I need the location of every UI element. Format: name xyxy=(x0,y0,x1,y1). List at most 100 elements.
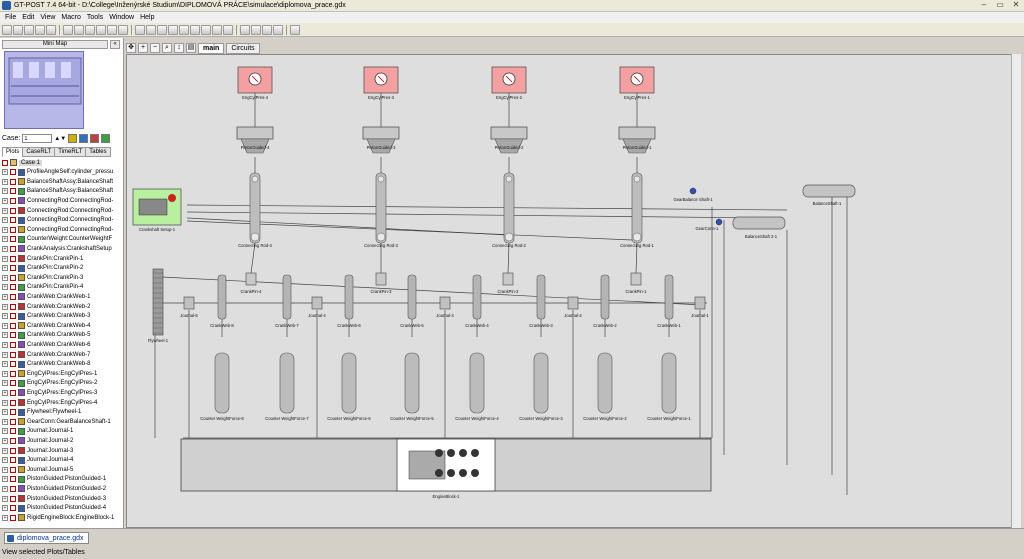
case-options-icon[interactable] xyxy=(101,134,111,143)
checkbox-icon[interactable] xyxy=(10,303,16,310)
expand-icon[interactable]: + xyxy=(2,370,8,377)
checkbox-icon[interactable] xyxy=(10,265,16,272)
checkbox-icon[interactable] xyxy=(10,226,16,233)
tab-main[interactable]: main xyxy=(198,42,225,54)
select-icon[interactable] xyxy=(135,24,145,35)
tree-item[interactable]: +BalanceShaftAssy:BalanceShaft xyxy=(2,177,122,186)
expand-icon[interactable]: + xyxy=(2,514,8,521)
chart-icon[interactable] xyxy=(190,24,200,35)
expand-icon[interactable]: + xyxy=(2,437,8,444)
tab-tables[interactable]: Tables xyxy=(85,147,111,157)
export-icon[interactable] xyxy=(35,24,45,35)
checkbox-icon[interactable] xyxy=(10,418,16,425)
tree-item[interactable]: +ConnectingRod:ConnectingRod- xyxy=(2,196,122,205)
checkbox-icon[interactable] xyxy=(10,389,16,396)
close-icon[interactable]: ✕ xyxy=(1012,0,1020,9)
checkbox-icon[interactable] xyxy=(10,207,16,214)
undo-icon[interactable] xyxy=(63,24,73,35)
expand-icon[interactable]: + xyxy=(2,313,8,320)
expand-icon[interactable]: + xyxy=(2,197,8,204)
expand-icon[interactable]: + xyxy=(2,284,8,291)
redo-icon[interactable] xyxy=(74,24,84,35)
menu-view[interactable]: View xyxy=(40,14,56,21)
tree-item[interactable]: +CrankWeb:CrankWeb-8 xyxy=(2,360,122,369)
tree-item[interactable]: +CrankWeb:CrankWeb-3 xyxy=(2,312,122,321)
checkbox-icon[interactable] xyxy=(10,428,16,435)
expand-icon[interactable]: + xyxy=(2,447,8,454)
checkbox-icon[interactable] xyxy=(10,466,16,473)
file-tab[interactable]: diplomova_prace.gdx xyxy=(4,532,89,544)
tree-item[interactable]: +ConnectingRod:ConnectingRod- xyxy=(2,216,122,225)
expand-icon[interactable]: + xyxy=(2,466,8,473)
expand-icon[interactable]: + xyxy=(2,399,8,406)
tree-root[interactable]: Case 1 xyxy=(2,158,122,167)
map-icon[interactable] xyxy=(146,24,156,35)
tree-item[interactable]: +CrankPin:CrankPin-4 xyxy=(2,283,122,292)
checkbox-icon[interactable] xyxy=(10,245,16,252)
checkbox-icon[interactable] xyxy=(10,514,16,521)
expand-icon[interactable]: + xyxy=(2,485,8,492)
minimize-icon[interactable]: – xyxy=(981,0,987,9)
save-icon[interactable] xyxy=(24,24,34,35)
cut-icon[interactable] xyxy=(85,24,95,35)
settings-icon[interactable] xyxy=(273,24,283,35)
checkbox-icon[interactable] xyxy=(10,178,16,185)
expand-icon[interactable]: + xyxy=(2,293,8,300)
collapse-panel-icon[interactable]: « xyxy=(110,40,120,49)
checkbox-icon[interactable] xyxy=(10,476,16,483)
checkbox-icon[interactable] xyxy=(10,457,16,464)
expand-icon[interactable]: + xyxy=(2,274,8,281)
expand-icon[interactable]: + xyxy=(2,207,8,214)
tree-item[interactable]: +CrankWeb:CrankWeb-4 xyxy=(2,321,122,330)
sort-icon[interactable]: ↕ xyxy=(174,43,184,53)
checkbox-icon[interactable] xyxy=(10,447,16,454)
expand-icon[interactable]: + xyxy=(2,389,8,396)
plot-icon[interactable] xyxy=(201,24,211,35)
expand-icon[interactable]: + xyxy=(2,380,8,387)
checkbox-icon[interactable] xyxy=(10,341,16,348)
checkbox-icon[interactable] xyxy=(10,370,16,377)
checkbox-icon[interactable] xyxy=(10,236,16,243)
page-icon[interactable]: ▤ xyxy=(186,43,196,53)
checkbox-icon[interactable] xyxy=(10,217,16,224)
expand-icon[interactable]: + xyxy=(2,322,8,329)
tree-item[interactable]: +CrankWeb:CrankWeb-6 xyxy=(2,340,122,349)
tree-item[interactable]: +ConnectingRod:ConnectingRod- xyxy=(2,225,122,234)
window-icon[interactable] xyxy=(240,24,250,35)
zoom-in-icon[interactable]: + xyxy=(138,43,148,53)
edit-icon[interactable] xyxy=(262,24,272,35)
checkbox-icon[interactable] xyxy=(10,197,16,204)
tree-item[interactable]: +CrankAnalysis:CrankshaftSetup xyxy=(2,244,122,253)
tree-item[interactable]: +Journal:Journal-1 xyxy=(2,427,122,436)
case-next-icon[interactable] xyxy=(79,134,89,143)
copy-icon[interactable] xyxy=(96,24,106,35)
table-icon[interactable] xyxy=(179,24,189,35)
checkbox-icon[interactable] xyxy=(10,313,16,320)
expand-icon[interactable]: + xyxy=(2,351,8,358)
expand-icon[interactable]: + xyxy=(2,188,8,195)
new-file-icon[interactable] xyxy=(2,24,12,35)
tree-item[interactable]: +PistonGuided:PistonGuided-4 xyxy=(2,504,122,513)
tab-timerlt[interactable]: TimeRLT xyxy=(54,147,87,157)
expand-icon[interactable]: + xyxy=(2,245,8,252)
expand-icon[interactable]: + xyxy=(2,409,8,416)
checkbox-icon[interactable] xyxy=(10,255,16,262)
vertical-scrollbar[interactable] xyxy=(1011,54,1021,528)
delete-icon[interactable] xyxy=(118,24,128,35)
tree-item[interactable]: +ConnectingRod:ConnectingRod- xyxy=(2,206,122,215)
expand-icon[interactable]: + xyxy=(2,457,8,464)
tree-item[interactable]: +PistonGuided:PistonGuided-2 xyxy=(2,484,122,493)
case-input[interactable] xyxy=(22,134,53,143)
tree-item[interactable]: +EngCylPres:EngCylPres-4 xyxy=(2,398,122,407)
checkbox-icon[interactable] xyxy=(10,495,16,502)
expand-icon[interactable]: + xyxy=(2,303,8,310)
checkbox-icon[interactable] xyxy=(10,351,16,358)
tree-item[interactable]: +CrankPin:CrankPin-3 xyxy=(2,273,122,282)
cascade-icon[interactable] xyxy=(251,24,261,35)
checkbox-icon[interactable] xyxy=(10,188,16,195)
checkbox-icon[interactable] xyxy=(10,409,16,416)
tree-item[interactable]: +EngCylPres:EngCylPres-1 xyxy=(2,369,122,378)
minimap[interactable] xyxy=(4,51,84,129)
checkbox-icon[interactable] xyxy=(10,169,16,176)
expand-icon[interactable]: + xyxy=(2,361,8,368)
